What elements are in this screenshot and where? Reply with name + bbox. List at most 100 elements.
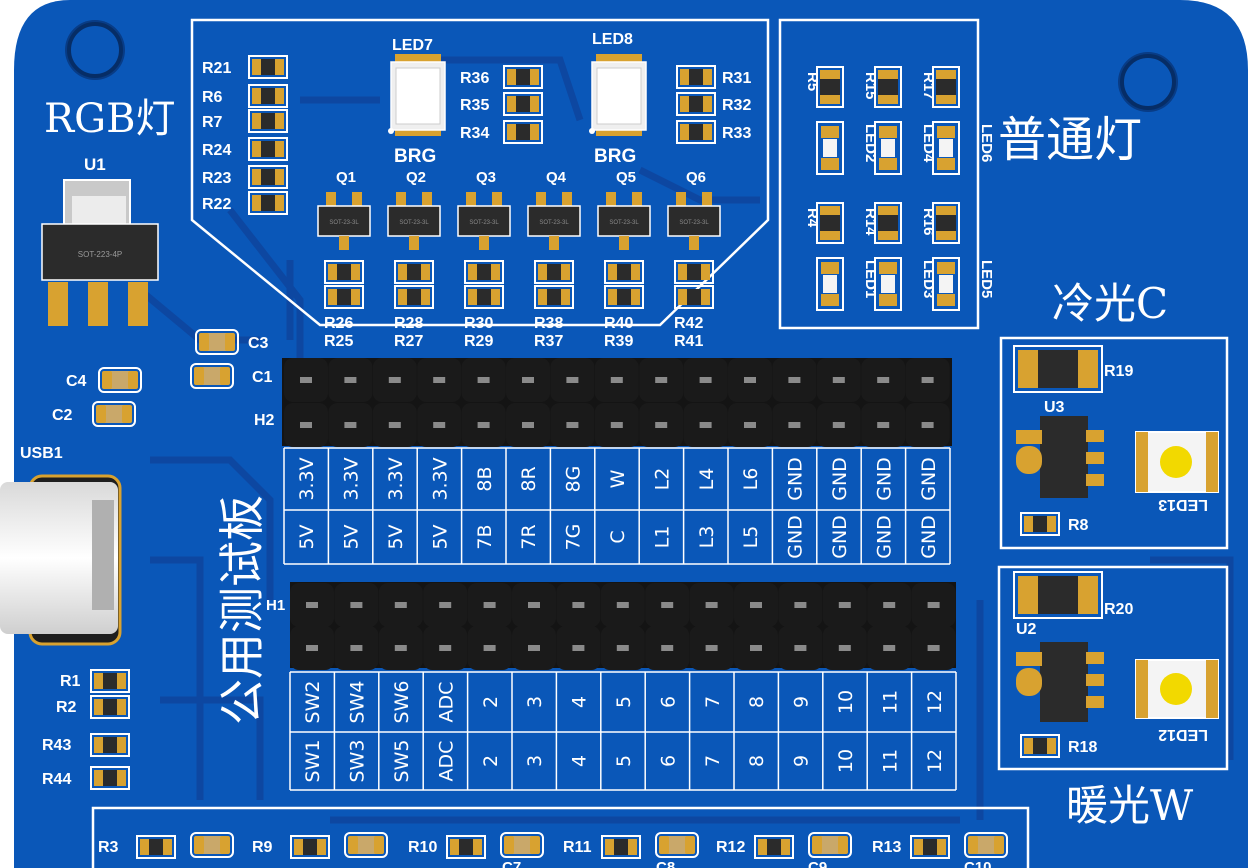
r2-label: R2 [56, 699, 77, 716]
led-pad [821, 158, 839, 170]
led-pad [879, 262, 897, 274]
mounting-hole-left [65, 20, 125, 80]
label-r28: R28 [394, 315, 423, 332]
label-r7: R7 [202, 114, 223, 131]
h2-bottom-label: 7G [563, 524, 585, 551]
capacitor [808, 832, 852, 858]
label-c7: C7 [502, 859, 521, 868]
h2-top-label: L6 [740, 468, 762, 491]
h1-top-label: 8 [746, 696, 768, 708]
h1-top-label: SW6 [391, 681, 413, 724]
label-c8: C8 [656, 859, 675, 868]
label-r41: R41 [674, 333, 703, 350]
h2-pin [372, 358, 417, 402]
bottom-section-outline [91, 806, 1030, 868]
transistor-pad [676, 192, 686, 206]
label-led3: LED3 [920, 260, 937, 298]
h1-pin [689, 583, 734, 627]
resistor-pad [878, 206, 898, 215]
c3-label: C3 [248, 335, 269, 352]
h2-pin [506, 358, 550, 402]
transistor-package-text: SOT-23-3L [399, 220, 429, 226]
r8-label: R8 [1068, 517, 1089, 534]
h2-top-label: GND [918, 457, 940, 501]
resistor-r8 [1020, 512, 1060, 536]
transistor-pad [619, 236, 629, 250]
led-body [939, 275, 953, 293]
led-led3 [874, 257, 902, 311]
label-r4: R4 [804, 208, 821, 228]
h2-bottom-label: 5V [429, 524, 451, 549]
h2-pin [284, 358, 328, 402]
label-r23: R23 [202, 170, 231, 187]
h2-pin [905, 358, 950, 402]
led-pad [821, 126, 839, 138]
resistor-r27 [394, 285, 434, 309]
label-r9: R9 [252, 839, 273, 856]
h2-pin [816, 403, 861, 447]
capacitor [500, 832, 544, 858]
h2-pin [728, 358, 772, 402]
transistor-package-text: SOT-23-3L [609, 220, 639, 226]
led-pad [937, 262, 955, 274]
h2-pin [816, 358, 861, 402]
label-r42: R42 [674, 315, 703, 332]
resistor-pad [878, 70, 898, 79]
h2-pin [550, 403, 595, 447]
h2-pin [639, 358, 684, 402]
h1-label: H1 [266, 597, 285, 614]
transistor-pad [562, 192, 572, 206]
resistor-r21 [248, 55, 288, 79]
led-led6 [932, 121, 960, 175]
resistor-outline [874, 66, 902, 108]
label-q1: Q1 [336, 169, 356, 186]
label-r32: R32 [722, 97, 751, 114]
resistor-outline [874, 202, 902, 244]
h2-pin [683, 403, 728, 447]
label-led4: LED4 [920, 124, 937, 163]
label-r26: R26 [324, 315, 353, 332]
h2-top-label: L4 [696, 468, 718, 491]
resistor-r1 [90, 669, 130, 693]
transistor-pad [339, 236, 349, 250]
h1-top-label: 7 [702, 696, 724, 708]
h2-pin [328, 358, 373, 402]
led-body [881, 275, 895, 293]
h1-bottom-label: 9 [791, 755, 813, 767]
label-r36: R36 [460, 70, 489, 87]
h2-bottom-label: 7R [518, 524, 540, 549]
resistor-r29 [464, 285, 504, 309]
resistor-r43 [90, 733, 130, 757]
transistor-q1 [317, 205, 371, 237]
rgb-led-led8 [589, 54, 647, 136]
transistor-q4 [527, 205, 581, 237]
rgb-led-led7 [388, 54, 446, 136]
h1-pin [512, 626, 556, 670]
h2-bottom-label: 5V [341, 524, 363, 549]
resistor-r6 [248, 84, 288, 108]
h2-pin [461, 358, 506, 402]
r44-label: R44 [42, 771, 71, 788]
h2-top-label: 8R [518, 466, 540, 491]
h1-pin [378, 626, 423, 670]
c1-label: C1 [252, 369, 273, 386]
h1-top-label: 3 [524, 696, 546, 708]
h2-top-label: 8G [563, 466, 585, 493]
led-pad [821, 262, 839, 274]
label-r35: R35 [460, 97, 489, 114]
h2-pin [728, 403, 772, 447]
h1-top-label: 2 [480, 696, 502, 708]
normal-light-title: 普通灯 [998, 112, 1142, 168]
resistor-outline [816, 66, 844, 108]
transistor-pad [422, 192, 432, 206]
h2-bottom-label: GND [785, 515, 807, 559]
capacitor [344, 832, 388, 858]
warm-light-section-outline [997, 565, 1229, 771]
resistor-pad [878, 231, 898, 240]
label-r21: R21 [202, 60, 231, 77]
h1-bottom-label: SW1 [302, 740, 324, 783]
h2-pin [417, 358, 462, 402]
resistor-r40 [604, 260, 644, 284]
h1-bottom-label: 2 [480, 755, 502, 767]
